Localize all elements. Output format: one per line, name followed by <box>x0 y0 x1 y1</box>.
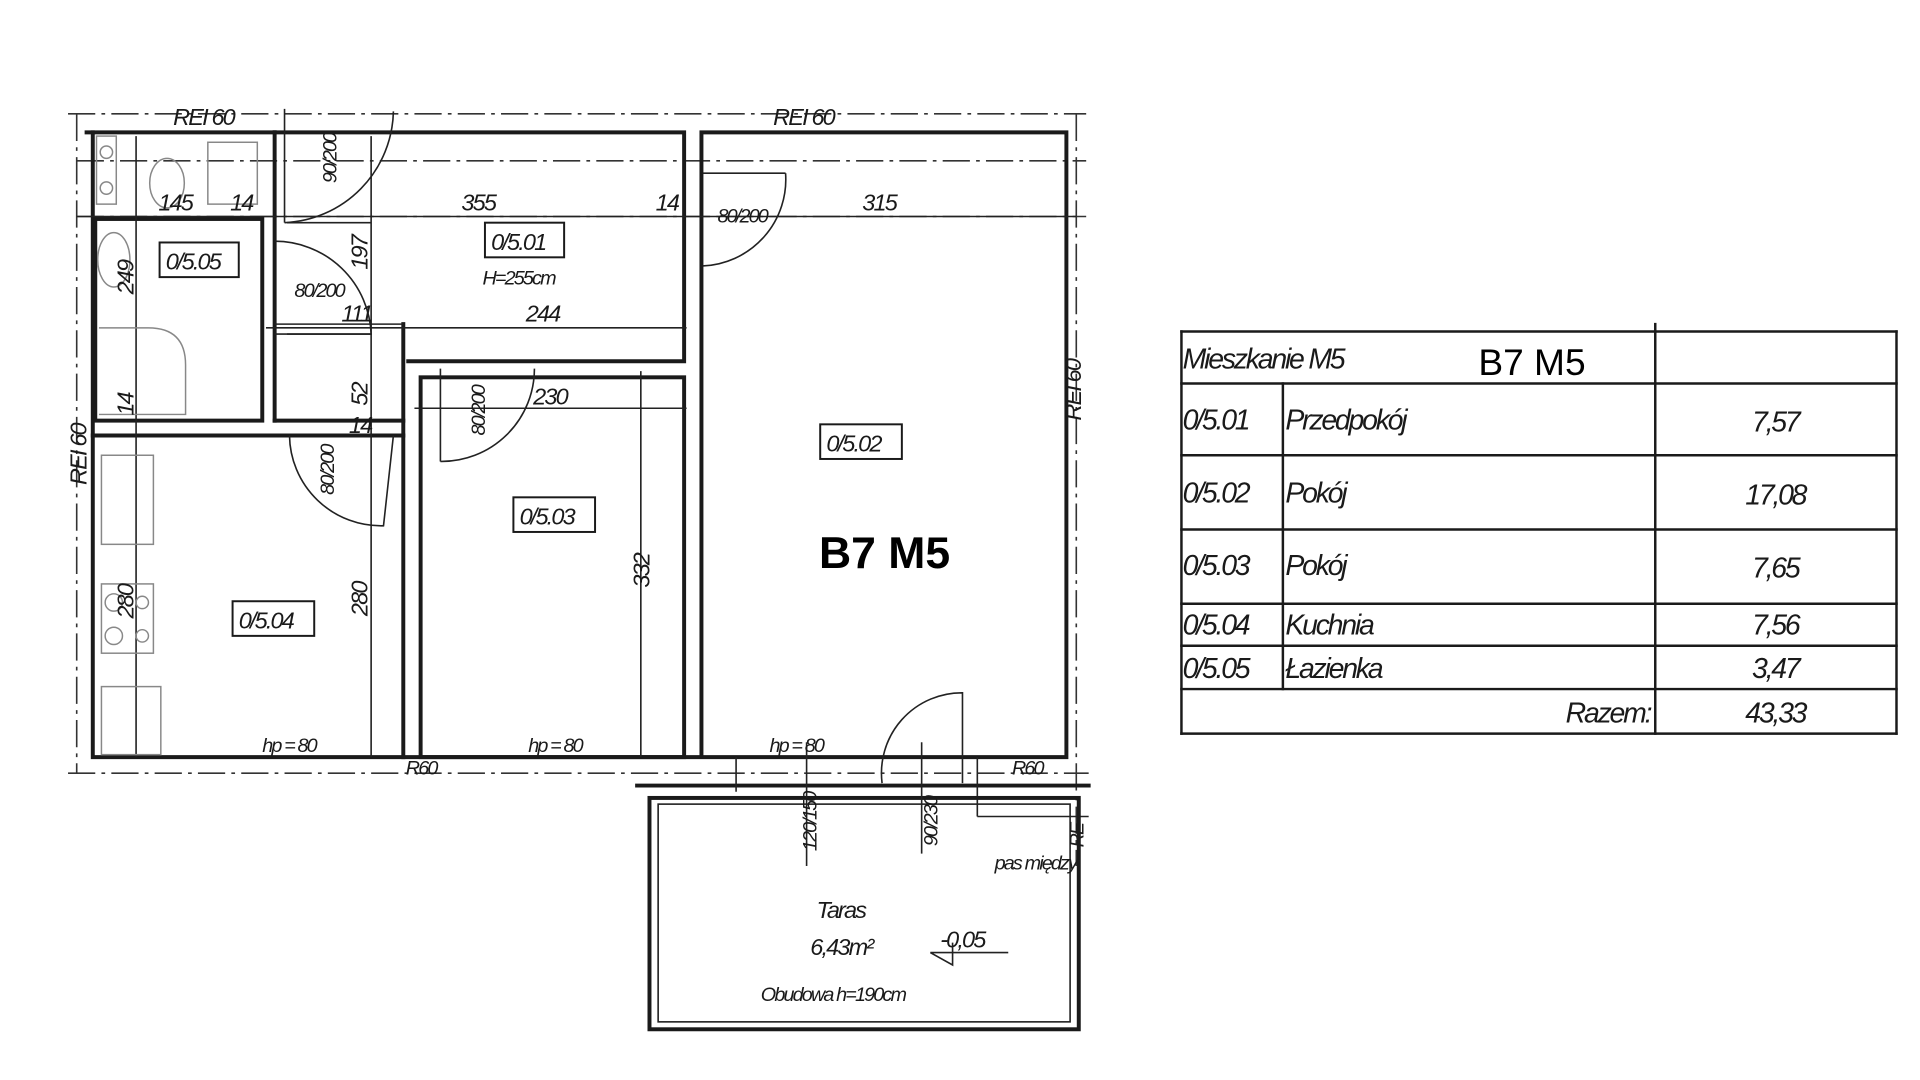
window-dim-label: 120/150 <box>799 791 821 851</box>
table-total-value: 43,33 <box>1745 697 1807 729</box>
dim-label: 315 <box>862 189 898 215</box>
dimension-labels: 145 14 355 14 315 197 249 111 244 52 14 … <box>113 189 901 619</box>
svg-text:7,65: 7,65 <box>1752 553 1801 585</box>
r60-label: R60 <box>1012 757 1045 779</box>
dim-label: 14 <box>113 391 139 415</box>
window-sill-label: hp = 80 <box>262 735 317 757</box>
svg-text:0/5.05: 0/5.05 <box>166 249 223 275</box>
dim-label: 230 <box>532 384 568 410</box>
door-dim-label: 90/230 <box>921 795 943 846</box>
svg-text:0/5.03: 0/5.03 <box>1183 550 1251 582</box>
svg-text:0/5.01: 0/5.01 <box>491 229 546 255</box>
table-row: 0/5.03 Pokój 7,65 <box>1183 550 1803 585</box>
terrace-level: -0,05 <box>940 927 987 953</box>
svg-text:0/5.04: 0/5.04 <box>1183 610 1250 642</box>
rei-label: REI 60 <box>773 104 835 130</box>
dim-label: 111 <box>341 301 372 327</box>
dim-label: 249 <box>113 259 139 295</box>
svg-text:Przedpokój: Przedpokój <box>1285 404 1408 436</box>
fixtures <box>95 135 259 756</box>
apartment-label: B7 M5 <box>819 529 950 578</box>
dim-label: 14 <box>349 412 373 438</box>
svg-text:Pokój: Pokój <box>1285 477 1348 509</box>
dim-label: 280 <box>346 581 372 617</box>
table-row: 0/5.01 Przedpokój 7,57 <box>1183 404 1804 439</box>
room-label-0-5-04: 0/5.04 <box>231 600 316 637</box>
svg-text:0/5.04: 0/5.04 <box>239 607 295 633</box>
svg-text:3,47: 3,47 <box>1752 653 1802 685</box>
terrace-note: pas między <box>994 853 1079 875</box>
window-sill-label: hp = 80 <box>528 735 583 757</box>
svg-text:0/5.05: 0/5.05 <box>1183 653 1251 685</box>
terrace-area: 6,43m² <box>810 934 875 960</box>
dim-label: 145 <box>158 189 194 215</box>
walls <box>84 130 1091 1032</box>
dim-label: 355 <box>461 189 497 215</box>
table-row: 0/5.02 Pokój 17,08 <box>1183 477 1810 512</box>
rei-label: RE <box>1067 821 1089 847</box>
room-label-0-5-03: 0/5.03 <box>512 496 597 533</box>
terrace: 120/150 90/230 Taras 6,43m² -0,05 Obudow… <box>761 791 1089 1006</box>
rei-label: REI 60 <box>66 422 92 484</box>
dim-label: 197 <box>346 233 372 269</box>
door-swings <box>274 108 964 784</box>
svg-text:0/5.02: 0/5.02 <box>1183 477 1251 509</box>
terrace-enclosure: Obudowa h=190cm <box>761 984 907 1006</box>
table-row: 0/5.05 Łazienka 3,47 <box>1183 653 1804 685</box>
area-table: Mieszkanie M5 B7 M5 0/5.01 Przedpokój 7,… <box>1180 322 1898 735</box>
svg-text:Pokój: Pokój <box>1285 550 1348 582</box>
svg-text:0/5.02: 0/5.02 <box>826 431 882 457</box>
svg-text:Łazienka: Łazienka <box>1285 653 1382 685</box>
door-label: 80/200 <box>468 384 490 435</box>
svg-text:7,57: 7,57 <box>1752 407 1802 439</box>
r60-label: R60 <box>406 757 439 779</box>
dim-label: 14 <box>230 189 254 215</box>
window-sill-label: hp = 80 <box>769 735 824 757</box>
svg-text:17,08: 17,08 <box>1745 480 1807 512</box>
room-height: H=255cm <box>482 268 556 290</box>
table-header: Mieszkanie M5 <box>1183 344 1346 376</box>
dim-label: 332 <box>628 552 654 587</box>
door-label: 90/200 <box>319 132 341 183</box>
room-label-0-5-05: 0/5.05 <box>158 241 240 279</box>
svg-text:7,56: 7,56 <box>1752 610 1801 642</box>
svg-text:Kuchnia: Kuchnia <box>1285 610 1374 642</box>
door-labels: 90/200 80/200 80/200 80/200 80/200 <box>294 132 770 495</box>
table-row: 0/5.04 Kuchnia 7,56 <box>1183 610 1803 642</box>
door-label: 80/200 <box>294 280 345 302</box>
dimension-lines <box>76 136 1077 866</box>
dim-label: 280 <box>113 583 139 619</box>
table-total-label: Razem: <box>1566 697 1652 729</box>
dim-label: 244 <box>525 301 561 327</box>
door-label: 80/200 <box>718 206 769 228</box>
svg-text:0/5.01: 0/5.01 <box>1183 404 1249 436</box>
room-label-0-5-01: 0/5.01 H=255cm <box>482 221 566 290</box>
door-label: 80/200 <box>317 444 339 495</box>
rei-label: REI 60 <box>1060 358 1086 420</box>
svg-text:0/5.03: 0/5.03 <box>520 504 576 530</box>
room-label-0-5-02: 0/5.02 <box>819 423 903 460</box>
dim-label: 52 <box>346 382 372 406</box>
terrace-name: Taras <box>816 897 867 923</box>
dim-label: 14 <box>656 189 680 215</box>
rei-label: REI 60 <box>173 104 235 130</box>
table-apartment-label: B7 M5 <box>1478 341 1585 383</box>
